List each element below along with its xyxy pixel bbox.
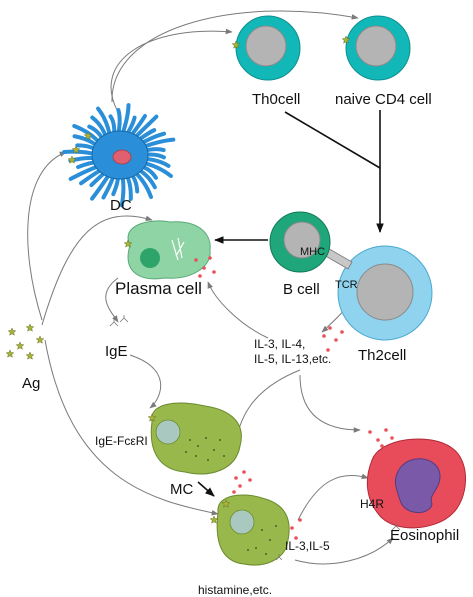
arrow-dc-to-naive-cd4	[111, 10, 359, 103]
arrow-histamine-to-eos	[294, 537, 394, 565]
antigen-stars	[5, 35, 351, 524]
cytokine-dot	[234, 476, 238, 480]
ige-label: IgE	[105, 343, 128, 360]
antigen-star	[209, 515, 219, 524]
b-cell	[269, 211, 331, 273]
h4r-label: H4R	[360, 497, 384, 511]
cytokine-dot	[340, 330, 344, 334]
antigen-star	[221, 499, 231, 508]
antigen-star	[15, 341, 25, 350]
arrow-dc-to-th0	[110, 28, 233, 113]
plasma-cell	[127, 220, 211, 280]
tcr-label: TCR	[335, 279, 358, 291]
cytokine-dot	[328, 326, 332, 330]
cytokine-dot	[242, 470, 246, 474]
arrow-cytokine-to-mc	[232, 369, 301, 453]
antigen-star	[35, 335, 45, 344]
cytokine-dot	[290, 526, 294, 530]
antigen-star	[25, 351, 35, 360]
cytokine-dot	[248, 478, 252, 482]
antigen-star	[25, 323, 35, 332]
arrow-cytokine-to-eos	[299, 374, 361, 433]
dc-label: DC	[110, 197, 132, 214]
b-cell-label: B cell	[283, 281, 320, 298]
arrow-plasma-to-ige	[105, 277, 119, 323]
mast-cell-sensitized	[150, 402, 242, 475]
antigen-star	[231, 40, 241, 49]
antigen-star	[123, 239, 133, 248]
antigen-star	[71, 145, 81, 154]
plasma-cell-label: Plasma cell	[115, 279, 202, 298]
naive-cd4-cell	[345, 15, 411, 81]
th2-label: Th2cell	[358, 347, 406, 364]
cytokine-dot	[368, 430, 372, 434]
arrow-cytokine-to-plasma	[207, 281, 269, 339]
antigen-star	[7, 327, 17, 336]
ige-receptor-label: IgE-FcεRI	[95, 434, 148, 448]
cytokine-dot	[326, 348, 330, 352]
cytokines-line1: IL-3, IL-4,	[254, 337, 305, 351]
ige-antibody-icons	[109, 315, 401, 561]
arrow-ag-to-plasma	[41, 215, 153, 326]
cytokine-dot	[384, 428, 388, 432]
cytokine-dot	[322, 334, 326, 338]
cytokine-dots	[194, 256, 394, 540]
cytokine-dot	[194, 258, 198, 262]
antigen-star	[341, 35, 351, 44]
cytokine-dot	[390, 436, 394, 440]
cytokine-dot	[212, 270, 216, 274]
ag-label: Ag	[22, 375, 40, 392]
antigen-star	[67, 155, 77, 164]
eosinophil-label: Eosinophil	[390, 527, 459, 544]
antigen-star	[5, 349, 15, 358]
arrow-ag-to-mc	[44, 339, 219, 516]
histamine-label: histamine,etc.	[198, 583, 272, 597]
cytokine-dot	[232, 490, 236, 494]
cytokine-dot	[294, 536, 298, 540]
arrow-ige-to-mc	[129, 354, 162, 409]
cytokine-dot	[376, 438, 380, 442]
cytokine-dot	[380, 444, 384, 448]
dendritic-cell	[62, 103, 176, 208]
eosinophil-cell	[366, 438, 466, 529]
cytokine-dot	[298, 518, 302, 522]
naive-cd4-label: naive CD4 cell	[335, 91, 432, 108]
cytokine-dot	[198, 274, 202, 278]
arrow-mc-degranulate	[197, 481, 215, 497]
mc-label: MC	[170, 481, 193, 498]
antigen-star	[147, 413, 157, 422]
il3-il5-label: IL-3,IL-5	[285, 539, 330, 553]
arrow-ag-to-dc	[27, 151, 67, 321]
cytokine-dot	[238, 484, 242, 488]
cytokine-dot	[202, 266, 206, 270]
antigen-star	[83, 131, 93, 140]
th0-label: Th0cell	[252, 91, 300, 108]
cytokines-line2: IL-5, IL-13,etc.	[254, 352, 331, 366]
th2-cell	[321, 245, 433, 341]
mast-cell-activated	[216, 494, 290, 566]
cytokine-dot	[208, 256, 212, 260]
arrow-mc-to-eos	[297, 473, 369, 521]
arrow-th0-to-merge	[284, 111, 381, 169]
th0-cell	[235, 15, 301, 81]
mhc-label: MHC	[300, 246, 325, 258]
cytokine-dot	[334, 338, 338, 342]
